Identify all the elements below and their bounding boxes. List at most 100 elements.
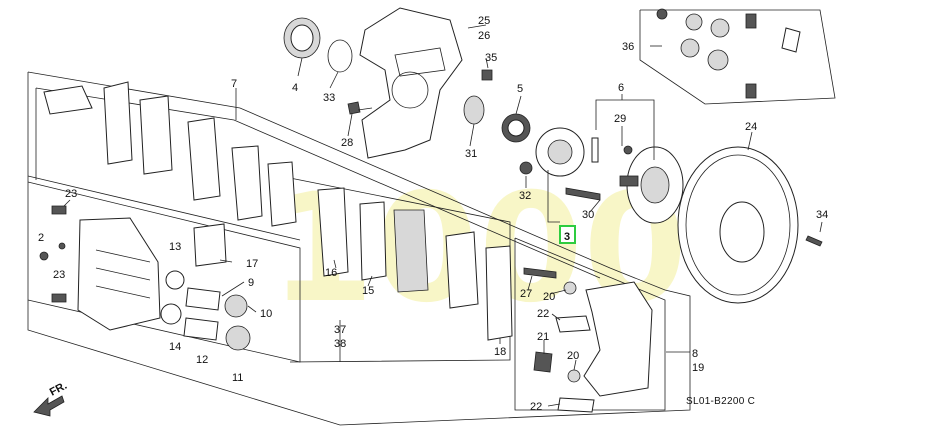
seal-11 [225,325,251,351]
caliper-bracket [583,281,653,397]
callout-34: 34 [816,209,828,221]
seal-kit-ring-3 [680,38,700,58]
callout-3: 3 [564,231,570,243]
callout-10: 10 [260,308,272,320]
front-arrow-label: FR. [48,380,69,399]
callout-21: 21 [537,331,549,343]
callout-19: 19 [692,362,704,374]
bleeder-23a [51,205,67,215]
seal-kit-ring-1 [685,13,703,31]
pad-7a [103,81,133,165]
pad-7e [267,161,297,227]
seal-kit-ring-2 [710,18,730,38]
seal-10 [224,294,248,318]
callout-35: 35 [485,52,497,64]
seal-kit-clip [781,27,801,53]
bolt-28 [347,101,361,115]
boot-20a [563,281,577,295]
callout-36: 36 [622,41,634,53]
callout-5: 5 [517,83,523,95]
pad-shim-packet [43,85,93,115]
hub-bolt [623,145,633,155]
callout-6: 6 [618,82,624,94]
callout-22-top: 22 [537,308,549,320]
splash-shield-hole [391,71,429,109]
callout-18: 18 [494,346,506,358]
callout-12: 12 [196,354,208,366]
bolt-35 [481,69,493,81]
callout-20-bottom: 20 [567,350,579,362]
pad-18b [485,245,513,341]
callout-8: 8 [692,348,698,360]
seal-kit-boot-1 [745,13,757,29]
washer-32 [519,161,533,175]
pad-15-backing [393,209,429,293]
caliper-body [77,217,161,331]
frame-divider [27,175,301,241]
cap-2 [39,251,49,261]
front-arrow-icon [33,395,65,417]
pin-29 [591,137,599,163]
callout-20-top: 20 [543,291,555,303]
callout-2: 2 [38,232,44,244]
seal-kit-ring-4 [707,49,729,71]
callout-17: 17 [246,258,258,270]
dust-seal-inner [290,24,314,52]
bolt-27 [523,267,557,279]
pad-15 [359,201,387,281]
callout-13: 13 [169,241,181,253]
boot-14 [160,303,182,325]
diagram-reference-code: SL01-B2200 C [686,396,755,407]
callout-3-highlight [559,225,576,244]
callout-9: 9 [248,277,254,289]
caliper-box [27,181,301,363]
callout-22-bottom: 22 [530,401,542,413]
bracket-box [514,237,666,411]
seal-kit-box [639,9,836,105]
callout-14: 14 [169,341,181,353]
callout-31: 31 [465,148,477,160]
seal-13 [165,270,185,290]
callout-7: 7 [231,78,237,90]
bleeder-23b [51,293,67,303]
seal-kit-boot-2 [745,83,757,99]
callout-24: 24 [745,121,757,133]
pin-21 [533,351,553,373]
callout-15: 15 [362,285,374,297]
clip-22b [557,397,595,413]
screw-34 [805,235,823,247]
splash-shield [359,7,463,159]
callout-33: 33 [323,92,335,104]
callout-29: 29 [614,113,626,125]
pad-7d [231,145,263,221]
splash-shield-bracket [394,47,446,77]
circlip [327,39,353,73]
pad-7b [139,95,173,175]
callout-38: 38 [334,338,346,350]
caliper-fins [95,249,151,299]
clip-22a [555,315,591,333]
leader-lines [63,24,823,407]
pad-7c [187,117,221,201]
callout-23-bottom: 23 [53,269,65,281]
callout-27: 27 [520,288,532,300]
callout-37: 37 [334,324,346,336]
hub-nut-31 [463,95,485,125]
callout-32: 32 [519,190,531,202]
callout-11: 11 [232,372,243,384]
callout-16: 16 [325,267,337,279]
seal-kit-nut [656,8,668,20]
anti-rattle-clip-17 [193,223,227,267]
boot-20b [567,369,581,383]
piston-12 [183,317,219,341]
bleeder-screw [58,242,66,250]
disc-hat [719,201,765,263]
callout-25: 25 [478,15,490,27]
callout-28: 28 [341,137,353,149]
callout-30: 30 [582,209,594,221]
pad-18a [445,231,479,309]
frame-inner-top [35,87,601,279]
hub-stud [619,175,639,187]
piston-9 [185,287,221,311]
